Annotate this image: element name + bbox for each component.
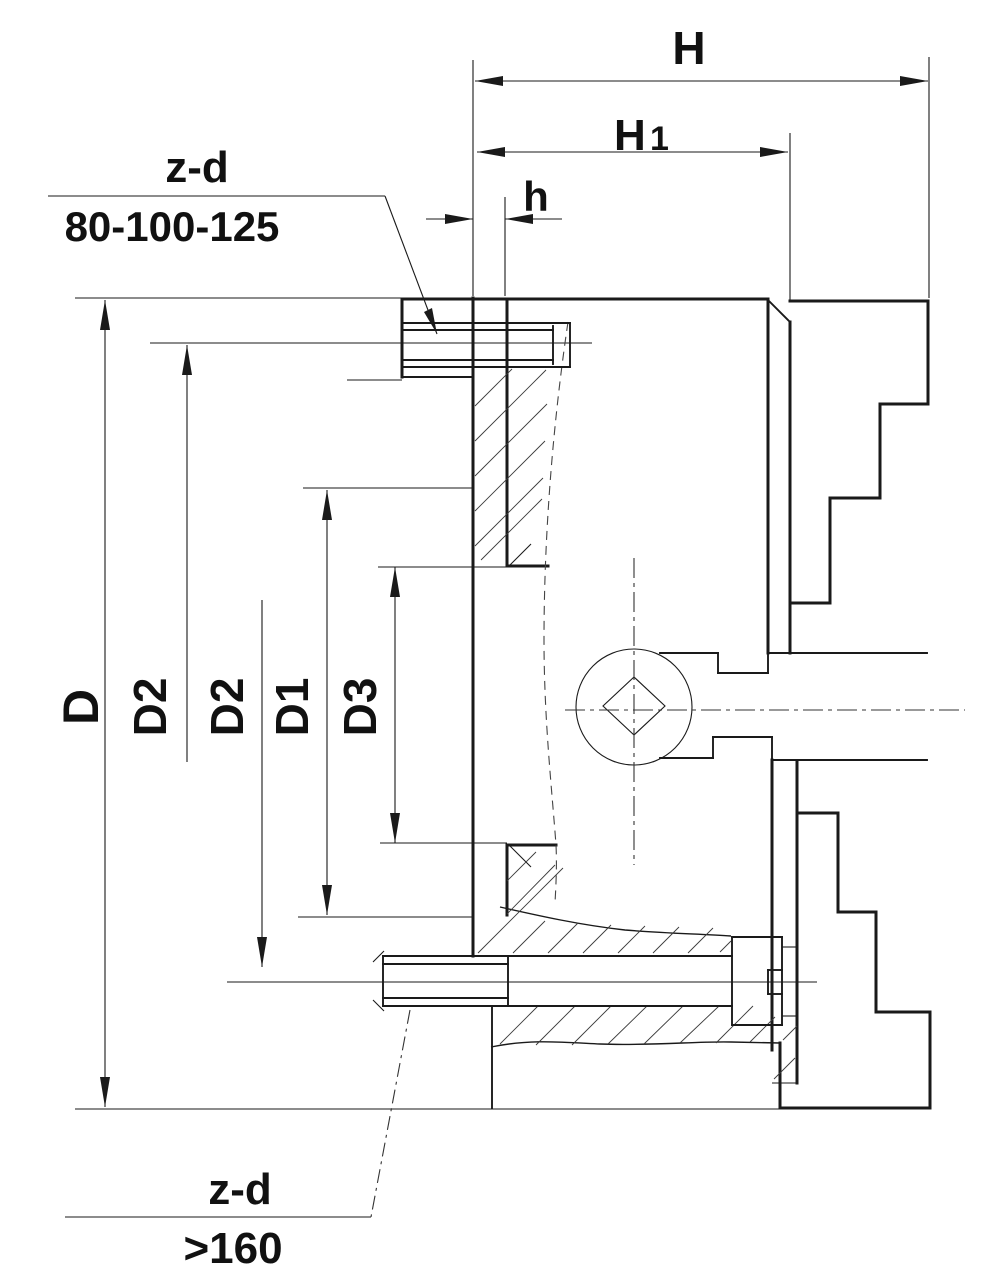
top-leader-note: z-d 80-100-125 (48, 143, 438, 335)
dim-label-D1: D1 (266, 678, 318, 737)
dimension-H1: H 1 (477, 111, 788, 160)
dim-label-D3: D3 (334, 678, 386, 737)
arrow-left-icon (477, 147, 505, 157)
arrow-left-icon (475, 76, 503, 86)
dim-label-H: H (672, 22, 705, 74)
dimension-D2-outer: D2 (124, 345, 192, 762)
leader-arrow-icon (424, 308, 437, 334)
section-hatching (474, 368, 798, 1080)
top-leader-title: z-d (165, 143, 229, 192)
arrow-down-icon (257, 937, 267, 967)
arrow-up-icon (322, 490, 332, 520)
dim-label-H1-sub: 1 (650, 120, 669, 158)
pinion-socket (565, 558, 965, 865)
arrow-down-icon (390, 813, 400, 843)
chuck-body-outline (400, 297, 932, 1110)
arrow-right-icon (760, 147, 788, 157)
arrow-up-icon (390, 567, 400, 597)
dim-label-D: D (53, 689, 109, 725)
bottom-leader-title: z-d (208, 1165, 272, 1214)
dimension-H: H (475, 22, 928, 86)
arrow-left-icon (505, 214, 533, 224)
bottom-leader-note: z-d >160 (65, 1009, 411, 1273)
dimension-D1: D1 (266, 490, 332, 915)
arrow-down-icon (100, 1077, 110, 1107)
arrow-up-icon (100, 300, 110, 330)
dim-label-H1: H (614, 111, 646, 160)
arrow-up-icon (182, 345, 192, 375)
bottom-leader-subtitle: >160 (183, 1224, 282, 1273)
top-leader-subtitle: 80-100-125 (65, 203, 280, 250)
dimension-h: h (426, 173, 562, 224)
break-line-lower (490, 1041, 781, 1048)
bottom-leader-line (370, 1009, 411, 1218)
backplate-outline (347, 296, 558, 1109)
cavity-dashed-line (543, 321, 569, 904)
break-line-upper (499, 906, 732, 937)
arrow-right-icon (900, 76, 928, 86)
extension-lines (75, 57, 930, 1110)
top-mounting-bolt (401, 322, 571, 368)
dimension-D3: D3 (334, 567, 400, 843)
bottom-mounting-bolt (372, 936, 797, 1026)
dim-label-D2-outer: D2 (124, 678, 176, 737)
dimension-D2-inner: D2 (201, 600, 267, 967)
arrow-right-icon (445, 214, 473, 224)
arrow-down-icon (322, 885, 332, 915)
dimension-D: D (53, 300, 110, 1107)
dim-label-h: h (523, 173, 549, 220)
dim-label-D2-inner: D2 (201, 678, 253, 737)
